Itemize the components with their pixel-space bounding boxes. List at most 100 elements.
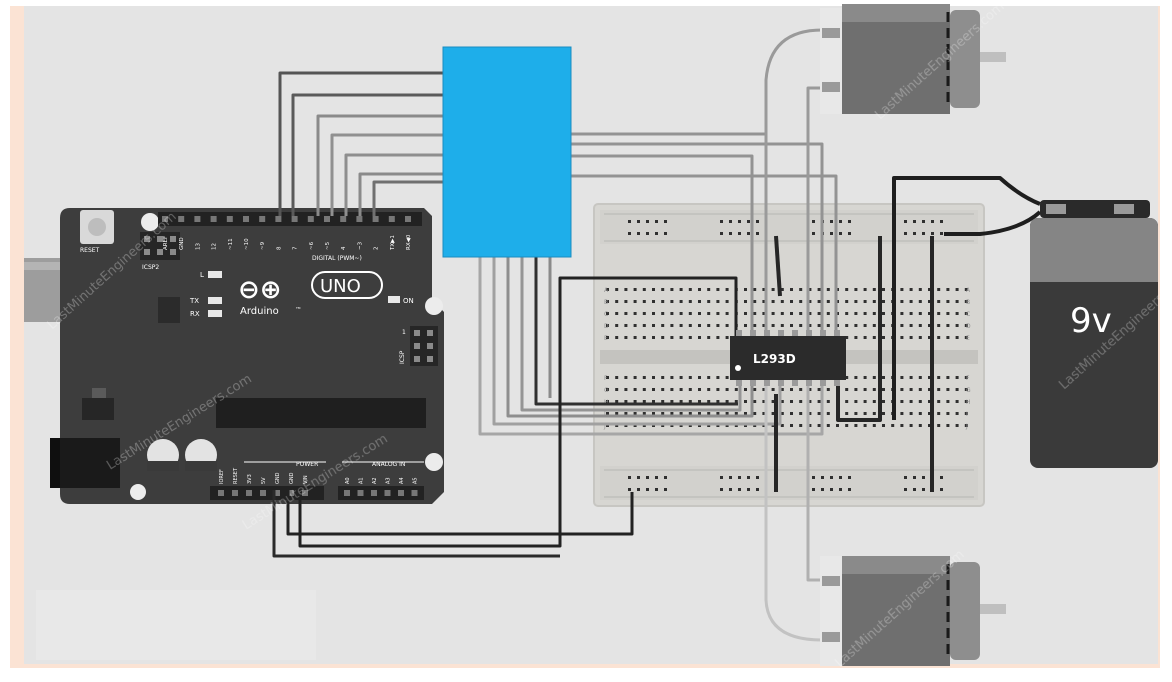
power-pin-label: GND: [275, 472, 281, 484]
breadboard-hole: [808, 400, 812, 403]
row-letter-left: E: [604, 335, 608, 342]
wire-module-bottom-3: [506, 256, 754, 418]
breadboard-hole: [863, 288, 867, 291]
header-pin: [307, 216, 314, 222]
breadboard-hole: [854, 312, 858, 315]
rail-hole: [904, 232, 907, 235]
breadboard-hole: [955, 388, 959, 391]
rail-hole: [729, 476, 732, 479]
row-letter-left: B: [604, 299, 608, 306]
pin-label: ~10: [244, 238, 250, 250]
breadboard-hole: [790, 412, 793, 415]
breadboard-hole: [624, 376, 628, 379]
breadboard-hole: [698, 336, 701, 339]
board-pcb: [60, 208, 444, 504]
analog-pin-label: A1: [359, 477, 365, 484]
breadboard-hole: [817, 312, 821, 315]
breadboard-hole: [909, 324, 913, 327]
reset-button-cap: [88, 218, 106, 236]
rail-hole: [830, 220, 833, 223]
breadboard-hole: [845, 388, 849, 391]
wire-pin7-to-module: [316, 114, 444, 216]
breadboard-hole: [615, 312, 619, 315]
pin-label: 12: [212, 243, 218, 250]
breadboard-hole: [753, 300, 757, 303]
row-letter-right: A: [966, 287, 971, 294]
rail-hole: [848, 220, 851, 223]
breadboard-hole: [918, 324, 922, 327]
rail-hole: [848, 488, 851, 491]
row-letter-left: A: [604, 287, 609, 294]
breadboard-hole: [606, 376, 609, 379]
breadboard-hole: [707, 388, 711, 391]
breadboard-hole: [688, 388, 692, 391]
rail-hole: [913, 488, 916, 491]
breadboard-hole: [652, 376, 655, 379]
breadboard-hole: [937, 324, 941, 327]
row-letter-right: G: [966, 387, 971, 394]
wire-module-bottom-1: [478, 256, 824, 436]
breadboard-hole: [872, 300, 876, 303]
module-block: [442, 46, 572, 258]
breadboard-hole: [964, 324, 968, 327]
breadboard-hole: [955, 312, 959, 315]
power-pin-label: 3V3: [247, 474, 253, 484]
pin-label: ~11: [228, 238, 234, 250]
on-led-label: ON: [403, 297, 414, 305]
breadboard-hole: [771, 412, 775, 415]
rail-hole: [848, 476, 851, 479]
pin-label: TX▶1: [390, 235, 396, 251]
power-pin: [274, 490, 280, 496]
breadboard-hole: [918, 424, 922, 427]
breadboard-hole: [918, 388, 922, 391]
breadboard-hole: [854, 388, 858, 391]
breadboard-hole: [707, 336, 711, 339]
breadboard-hole: [698, 312, 701, 315]
breadboard-hole: [642, 312, 646, 315]
breadboard-hole: [891, 424, 895, 427]
breadboard-hole: [762, 400, 766, 403]
breadboard-hole: [817, 412, 821, 415]
breadboard-hole: [900, 312, 904, 315]
power-pin: [246, 490, 252, 496]
breadboard-hole: [799, 412, 803, 415]
breadboard-hole: [744, 400, 747, 403]
breadboard-hole: [725, 336, 729, 339]
breadboard-hole: [615, 412, 619, 415]
pin-label: 13: [195, 243, 201, 250]
wire-5v-loop: [298, 276, 738, 548]
breadboard-hole: [633, 412, 637, 415]
pin-label: GND: [179, 237, 185, 250]
rail-hole: [931, 232, 934, 235]
breadboard-hole: [744, 312, 747, 315]
rail-hole: [628, 476, 631, 479]
breadboard-hole: [909, 336, 913, 339]
power-pin: [288, 490, 294, 496]
breadboard-hole: [652, 412, 655, 415]
breadboard-hole: [946, 376, 950, 379]
wire-top-motor-2: [806, 86, 822, 338]
pin-label: ~9: [260, 241, 266, 250]
breadboard-hole: [882, 400, 885, 403]
breadboard-hole: [799, 400, 803, 403]
analog-pin-label: A0: [345, 477, 351, 484]
breadboard-hole: [725, 376, 729, 379]
header-pin: [210, 216, 217, 222]
breadboard-hole: [928, 424, 931, 427]
power-pin-label: GND: [289, 472, 295, 484]
usb-connector-shade: [24, 262, 84, 270]
digital-header: [158, 212, 422, 226]
breadboard-hole: [661, 336, 665, 339]
breadboard-hole: [642, 376, 646, 379]
breadboard-hole: [937, 400, 941, 403]
breadboard-hole: [753, 312, 757, 315]
breadboard-hole: [725, 388, 729, 391]
rail-hole: [664, 220, 667, 223]
breadboard-hole: [642, 400, 646, 403]
breadboard-hole: [955, 424, 959, 427]
breadboard-hole: [928, 412, 931, 415]
wire-pin4-to-module: [358, 172, 444, 216]
wire-pin9-to-module: [278, 71, 444, 216]
icsp-pin1-label: 1: [402, 329, 406, 336]
